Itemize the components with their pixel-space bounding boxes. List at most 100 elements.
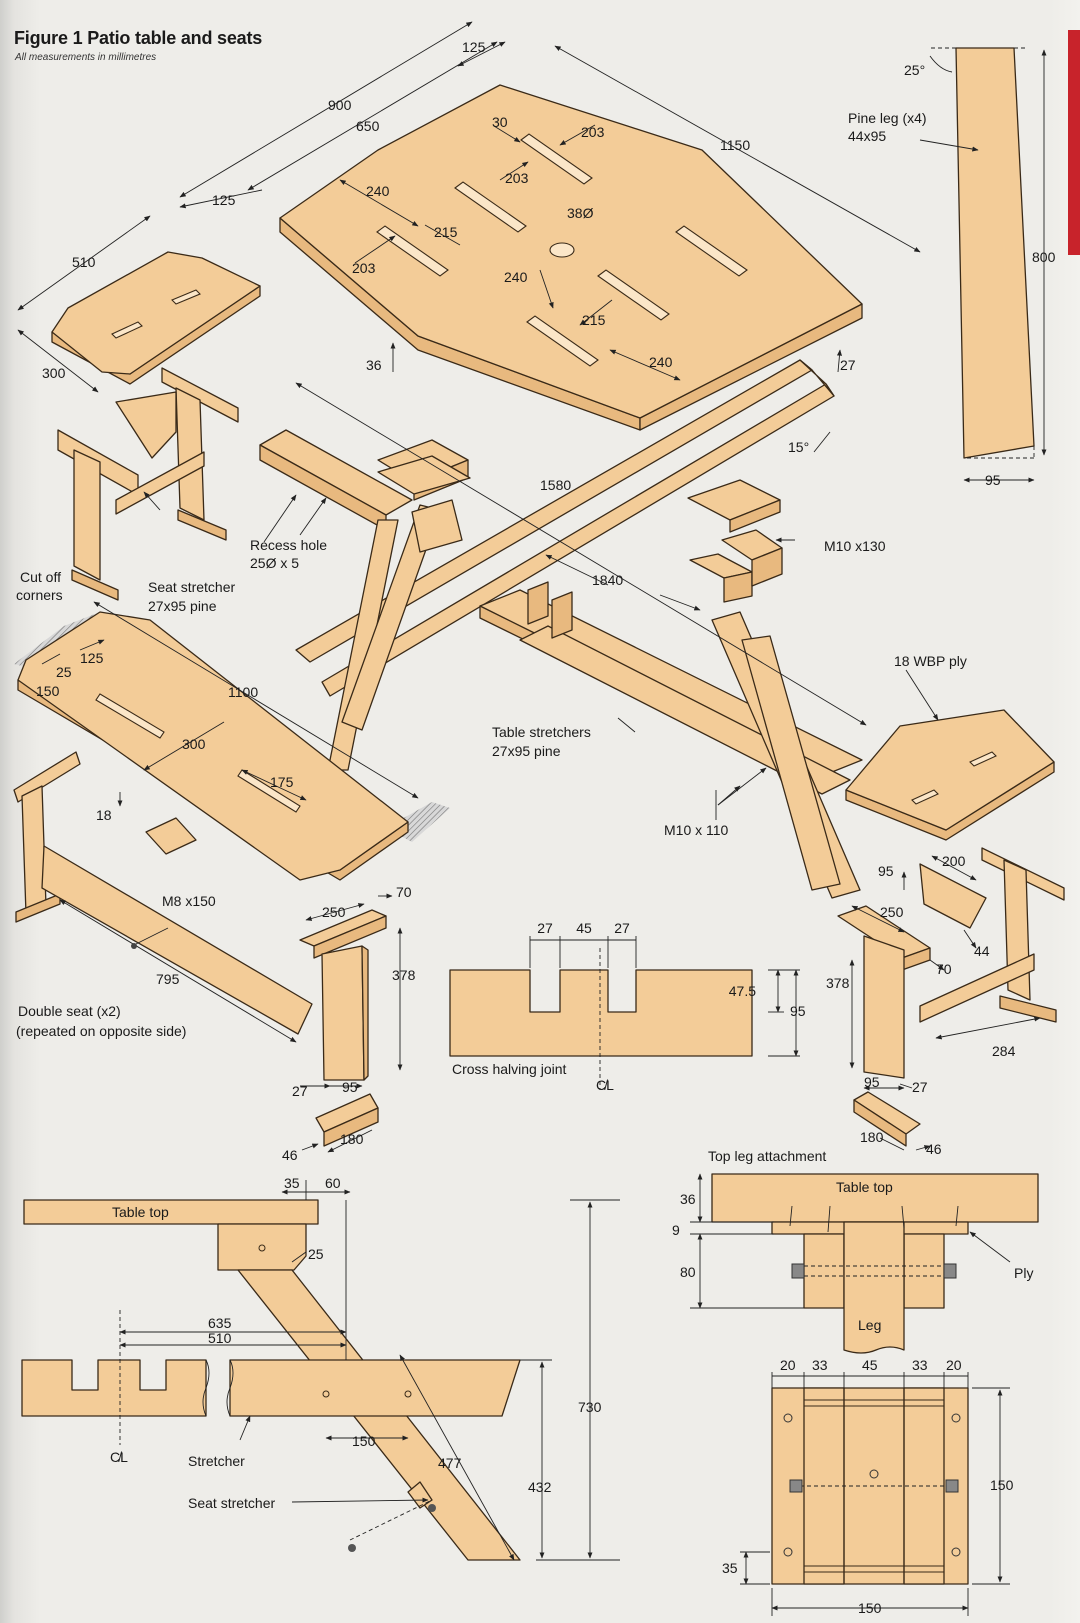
bolt-block-side: [723, 571, 753, 603]
seat-foot: [71, 569, 119, 601]
dim-label: 200: [942, 853, 966, 869]
seat-stretcher-block: [115, 391, 177, 459]
frame-assembly-view: 1580 1840 27 15° Recess hole 25Ø x 5 M10…: [250, 349, 886, 899]
dim-label: 25: [308, 1246, 324, 1262]
dim-label: 150: [858, 1600, 882, 1616]
dim-label: 45: [862, 1357, 878, 1373]
leg-section: [843, 1221, 905, 1354]
foot-side: [323, 1107, 379, 1147]
slot: [969, 751, 997, 767]
dim-label: 300: [42, 365, 66, 381]
pine-leg-size-label: 44x95: [848, 128, 886, 144]
right-seat-view: 18 WBP ply 95 200 44 284: [845, 653, 1065, 1059]
dim-label: 35: [284, 1175, 300, 1191]
dim-label: 180: [860, 1129, 884, 1145]
seat-stretcher-size-label: 27x95 pine: [148, 598, 217, 614]
dim-label: 510: [72, 254, 96, 270]
dim-label: 510: [208, 1330, 232, 1346]
cut-off-label: Cut off: [20, 569, 61, 585]
dim-label: 95: [342, 1079, 358, 1095]
recess-hole-label: Recess hole: [250, 537, 327, 553]
dim-label: 900: [328, 97, 352, 113]
dim-label: 125: [462, 39, 486, 55]
dim-label: 44: [974, 943, 990, 959]
dim-label: 378: [392, 967, 416, 983]
stretcher-right: [229, 1359, 521, 1417]
end-foot: [999, 995, 1057, 1023]
halving-board: [449, 969, 753, 1057]
dim-label: 35: [722, 1560, 738, 1576]
leg-parts-left: 250 70 378 27 95 46 180: [282, 884, 416, 1163]
dim-label: 33: [912, 1357, 928, 1373]
end-bearer: [13, 751, 81, 803]
stretcher-block: [919, 863, 987, 929]
dim-label: 25: [56, 664, 72, 680]
dim-label: 36: [680, 1191, 696, 1207]
dim-label: 250: [880, 904, 904, 920]
dim-label: 95: [985, 472, 1001, 488]
table-top-section: [23, 1199, 319, 1225]
slot: [911, 789, 939, 805]
halving-block: [551, 591, 573, 639]
dim-label: 180: [340, 1131, 364, 1147]
dim-label: 9: [672, 1222, 680, 1238]
dim-label: 175: [270, 774, 294, 790]
end-leg: [21, 785, 47, 915]
dim-label: 27: [912, 1079, 928, 1095]
seat-leg: [321, 945, 365, 1081]
table-stretchers-size-label: 27x95 pine: [492, 743, 561, 759]
dim-label: 46: [926, 1141, 942, 1157]
dim-label: 477: [438, 1455, 462, 1471]
seat-stretcher-label: Seat stretcher: [188, 1495, 275, 1511]
dim-label: 47.5: [729, 983, 756, 999]
side-elevation-view: Table top: [21, 1175, 620, 1561]
seat-bearer-side: [313, 915, 387, 959]
dim-label: 95: [790, 1003, 806, 1019]
dim-label: 30: [492, 114, 508, 130]
pine-leg-label: Pine leg (x4): [848, 110, 927, 126]
seat-leg: [863, 935, 905, 1079]
dim-label: 70: [936, 961, 952, 977]
dim-label: 38Ø: [567, 205, 594, 221]
dim-label: 150: [352, 1433, 376, 1449]
cross-halving-view: 27 45 27 47.5 95 Cross halving joint C̸L: [449, 920, 806, 1093]
cut-off-label-2: corners: [16, 587, 63, 603]
dim-label: 125: [80, 650, 104, 666]
dim-label: 250: [322, 904, 346, 920]
ply-label: Ply: [1014, 1265, 1033, 1281]
dim-label: 95: [864, 1074, 880, 1090]
dim-label: 60: [325, 1175, 341, 1191]
dim-label: 27: [292, 1083, 308, 1099]
dim-label: 800: [1032, 249, 1056, 265]
dim-label: 203: [352, 260, 376, 276]
pine-leg-view: 25° 800 95 Pine leg (x4) 44x95: [848, 47, 1056, 488]
dim-label: 650: [356, 118, 380, 134]
stretcher-label: Stretcher: [188, 1453, 245, 1469]
stretcher-left: [21, 1359, 207, 1417]
dim-label: 45: [576, 920, 592, 936]
dim-label: 284: [992, 1043, 1016, 1059]
plan-cleat: [903, 1387, 945, 1585]
dim-label: 125: [212, 192, 236, 208]
top-leg-attachment-label: Top leg attachment: [708, 1148, 826, 1164]
dim-label: 203: [505, 170, 529, 186]
dim-label: 1100: [228, 684, 258, 700]
dim-label: 46: [282, 1147, 298, 1163]
dim-label: 20: [946, 1357, 962, 1373]
dim-label: 240: [366, 183, 390, 199]
dim-label: 70: [396, 884, 412, 900]
cleat: [903, 1233, 945, 1309]
dim-label: 730: [578, 1399, 602, 1415]
dim-label: 203: [581, 124, 605, 140]
centre-line-label: C̸L: [110, 1449, 128, 1465]
table-stretchers-label: Table stretchers: [492, 724, 591, 740]
double-seat-label: Double seat (x2): [18, 1003, 121, 1019]
seat-top: [845, 709, 1055, 831]
dim-label: 240: [504, 269, 528, 285]
table-top-label: Table top: [112, 1204, 169, 1220]
figure-subtitle: All measurements in millimetres: [15, 52, 157, 63]
dim-label: 15°: [788, 439, 809, 455]
seat-end-bearer: [161, 367, 239, 423]
dim-label: 36: [366, 357, 382, 373]
double-seat-view: Cut off corners 125 25 150 1100 300 175 …: [13, 569, 450, 1043]
